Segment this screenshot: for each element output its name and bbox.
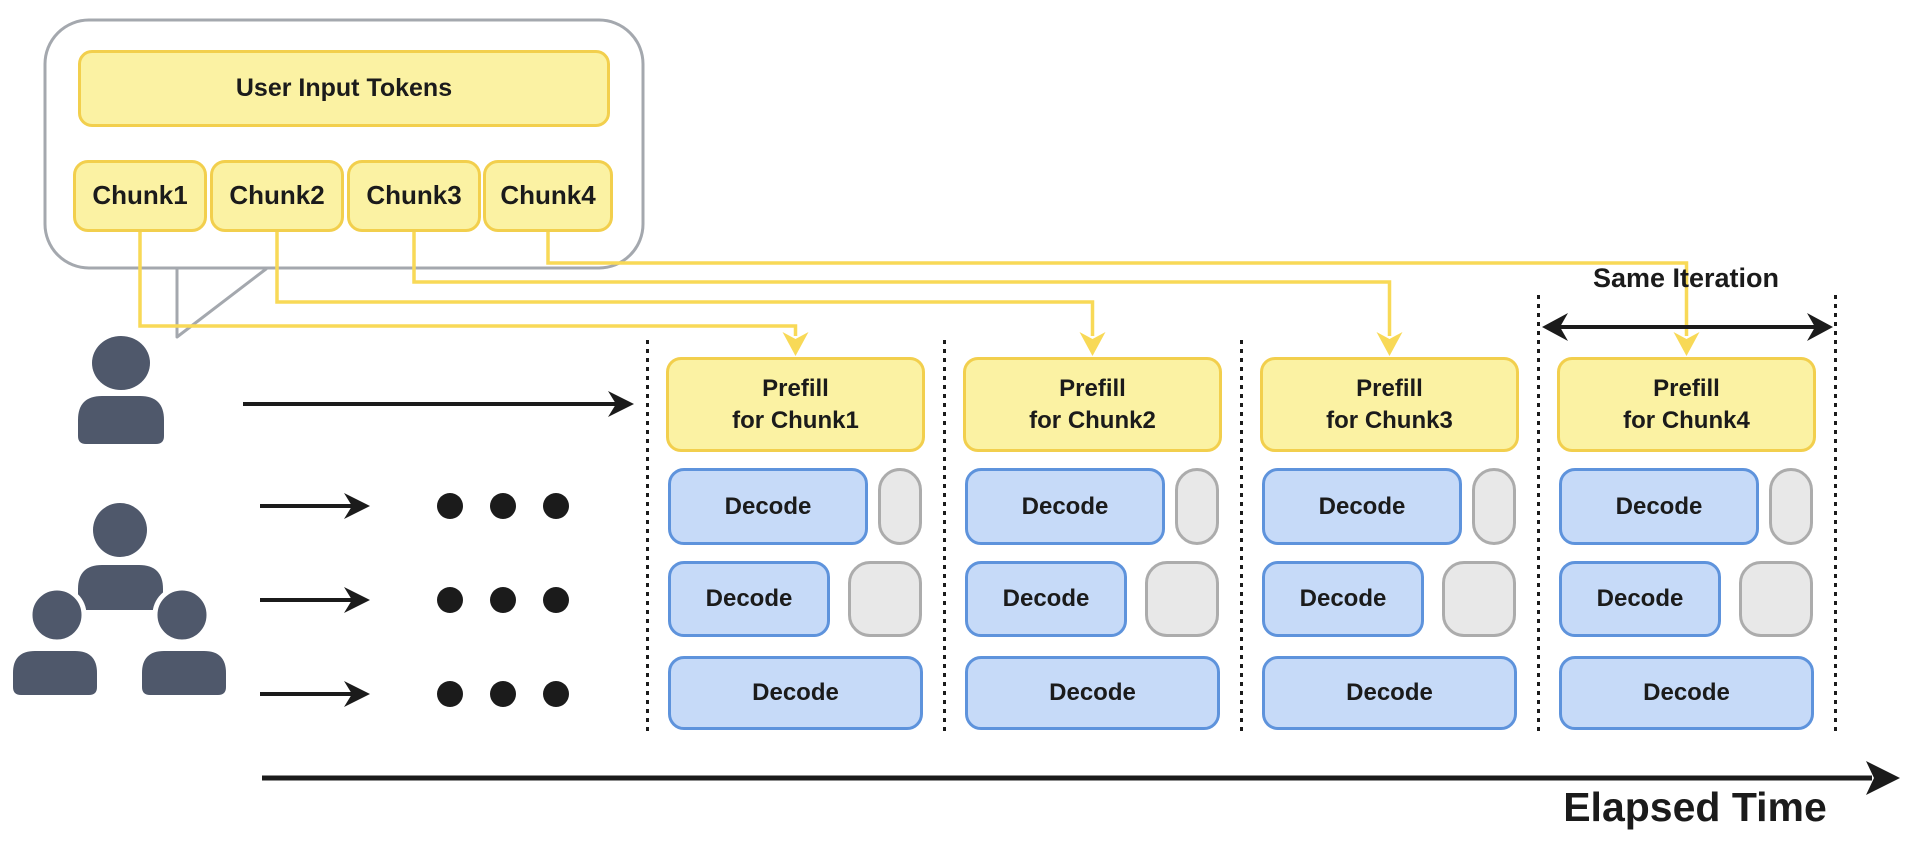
connector-chunk4-arrowhead — [1673, 332, 1700, 356]
prefill-label-line1: Prefill — [1059, 375, 1126, 403]
same-iteration-label: Same Iteration — [1592, 263, 1780, 293]
decode-box: Decode — [1559, 561, 1721, 637]
double-headed-arrow-right-head — [1807, 313, 1833, 341]
speech-bubble-tail — [175, 267, 268, 339]
connector-chunk3 — [412, 230, 1392, 336]
prefill-label-line1: Prefill — [1356, 375, 1423, 403]
ellipsis-dots — [490, 587, 516, 613]
ellipsis-dots — [543, 681, 569, 707]
connector-chunk4 — [546, 230, 1689, 336]
empty-slot — [1442, 561, 1516, 637]
ellipsis-dots — [543, 587, 569, 613]
prefill-label-line2: for Chunk1 — [732, 406, 859, 434]
elapsed-time-label: Elapsed Time — [1563, 784, 1827, 830]
right-arrow-1-head — [608, 391, 634, 417]
ellipsis-dots — [543, 493, 569, 519]
empty-slot — [1739, 561, 1813, 637]
empty-slot — [1769, 468, 1813, 545]
user-group-icon — [27, 585, 87, 645]
prefill-label-line2: for Chunk3 — [1326, 406, 1453, 434]
column-separator-2 — [942, 340, 946, 732]
column-separator-4 — [1536, 295, 1540, 732]
prefill-label-line2: for Chunk4 — [1623, 406, 1750, 434]
right-arrow-3-head — [344, 587, 370, 613]
column-separator-1 — [645, 340, 649, 732]
right-arrow-4-head — [344, 681, 370, 707]
decode-box: Decode — [668, 561, 830, 637]
connector-chunk2 — [275, 230, 1095, 336]
column-separator-5 — [1833, 295, 1837, 732]
decode-box: Decode — [1262, 656, 1517, 730]
double-headed-arrow-left-head — [1542, 313, 1568, 341]
user-group-icon — [78, 565, 163, 610]
connector-chunk1 — [138, 230, 798, 336]
empty-slot — [1145, 561, 1219, 637]
ellipsis-dots — [437, 587, 463, 613]
right-arrow-2-head — [344, 493, 370, 519]
single-user-icon — [92, 336, 150, 390]
prefill-box-chunk2: Prefill for Chunk2 — [963, 357, 1222, 452]
user-group-icon — [152, 585, 212, 645]
column-separator-3 — [1239, 340, 1243, 732]
empty-slot — [1175, 468, 1219, 545]
decode-box: Decode — [668, 468, 868, 545]
user-group-icon — [142, 651, 226, 695]
user-group-icon — [93, 503, 147, 557]
ellipsis-dots — [437, 681, 463, 707]
ellipsis-dots — [437, 493, 463, 519]
decode-box: Decode — [1262, 561, 1424, 637]
chunk-box-4: Chunk4 — [483, 160, 613, 232]
prefill-box-chunk4: Prefill for Chunk4 — [1557, 357, 1816, 452]
prefill-label-line1: Prefill — [762, 375, 829, 403]
user-input-tokens-box: User Input Tokens — [78, 50, 610, 127]
prefill-box-chunk1: Prefill for Chunk1 — [666, 357, 925, 452]
decode-box: Decode — [1559, 656, 1814, 730]
prefill-label-line2: for Chunk2 — [1029, 406, 1156, 434]
ellipsis-dots — [490, 493, 516, 519]
chunk-box-2: Chunk2 — [210, 160, 344, 232]
empty-slot — [1472, 468, 1516, 545]
decode-box: Decode — [965, 561, 1127, 637]
empty-slot — [878, 468, 922, 545]
decode-box: Decode — [1559, 468, 1759, 545]
decode-box: Decode — [965, 656, 1220, 730]
user-group-icon — [13, 651, 97, 695]
prefill-box-chunk3: Prefill for Chunk3 — [1260, 357, 1519, 452]
chunk-box-1: Chunk1 — [73, 160, 207, 232]
prefill-label-line1: Prefill — [1653, 375, 1720, 403]
decode-box: Decode — [1262, 468, 1462, 545]
timeline-arrow-head — [1866, 761, 1900, 795]
connector-chunk1-arrowhead — [782, 332, 809, 356]
connector-chunk3-arrowhead — [1376, 332, 1403, 356]
decode-box: Decode — [668, 656, 923, 730]
empty-slot — [848, 561, 922, 637]
single-user-icon — [78, 396, 164, 444]
decode-box: Decode — [965, 468, 1165, 545]
connector-chunk2-arrowhead — [1079, 332, 1106, 356]
ellipsis-dots — [490, 681, 516, 707]
chunk-box-3: Chunk3 — [347, 160, 481, 232]
